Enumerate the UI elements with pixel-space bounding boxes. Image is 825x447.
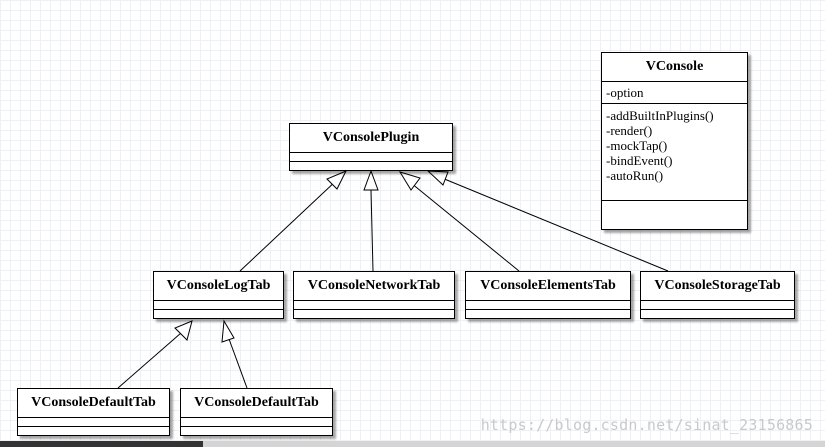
operations-compartment [154, 310, 283, 318]
attributes-compartment: -option [602, 82, 747, 104]
generalization-line-defaulttab-2 [228, 338, 248, 389]
generalization-line-storagetab [441, 177, 669, 272]
operations-compartment [641, 310, 794, 318]
class-vconsolelogtab[interactable]: VConsoleLogTab [153, 271, 284, 319]
attribute-option: -option [606, 85, 644, 100]
generalization-line-networktab [370, 189, 374, 272]
generalization-line-defaulttab-1 [117, 332, 182, 389]
empty-compartment [602, 201, 747, 229]
class-name: VConsoleLogTab [154, 272, 283, 301]
operation-bindevent: -bindEvent() [606, 153, 673, 168]
attributes-compartment [181, 418, 332, 427]
generalization-arrowhead-elementstab [398, 171, 421, 191]
generalization-arrowhead-networktab [363, 169, 379, 191]
operations-compartment [294, 310, 454, 318]
attributes-compartment [290, 153, 452, 162]
operations-compartment [181, 427, 332, 435]
class-vconsolenetworktab[interactable]: VConsoleNetworkTab [293, 271, 455, 319]
operations-compartment [18, 427, 169, 435]
watermark-text: https://blog.csdn.net/sinat_23156865 [480, 416, 813, 434]
class-vconsole[interactable]: VConsole -option -addBuiltInPlugins() -r… [601, 52, 748, 230]
class-vconsoledefaulttab-2[interactable]: VConsoleDefaultTab [180, 388, 333, 436]
horizontal-scrollbar[interactable] [0, 441, 825, 447]
class-vconsoledefaulttab-1[interactable]: VConsoleDefaultTab [17, 388, 170, 436]
class-name: VConsoleNetworkTab [294, 272, 454, 301]
attributes-compartment [294, 301, 454, 310]
operations-compartment: -addBuiltInPlugins() -render() -mockTap(… [602, 104, 747, 201]
operations-compartment [290, 162, 452, 170]
class-name: VConsoleElementsTab [466, 272, 630, 301]
generalization-line-elementstab [410, 182, 520, 272]
generalization-arrowhead-defaulttab-2 [221, 319, 235, 343]
generalization-arrowhead-logtab [326, 170, 348, 190]
generalization-arrowhead-defaulttab-1 [174, 320, 193, 341]
operation-mocktap: -mockTap() [606, 138, 668, 153]
operations-compartment [466, 310, 630, 318]
scrollbar-thumb[interactable] [0, 441, 203, 447]
attributes-compartment [466, 301, 630, 310]
class-vconsoleplugin[interactable]: VConsolePlugin [289, 123, 453, 171]
operation-render: -render() [606, 123, 653, 138]
class-name: VConsole [602, 53, 747, 82]
attributes-compartment [18, 418, 169, 427]
class-name: VConsolePlugin [290, 124, 452, 153]
attributes-compartment [154, 301, 283, 310]
class-name: VConsoleDefaultTab [18, 389, 169, 418]
class-vconsolestoragetab[interactable]: VConsoleStorageTab [640, 271, 795, 319]
class-vconsoleelementstab[interactable]: VConsoleElementsTab [465, 271, 631, 319]
class-name: VConsoleStorageTab [641, 272, 794, 301]
class-name: VConsoleDefaultTab [181, 389, 332, 418]
generalization-line-logtab [239, 178, 339, 272]
operation-autorun: -autoRun() [606, 168, 664, 183]
operation-addbuiltinplugins: -addBuiltInPlugins() [606, 108, 714, 123]
attributes-compartment [641, 301, 794, 310]
generalization-arrowhead-storagetab [426, 170, 449, 186]
